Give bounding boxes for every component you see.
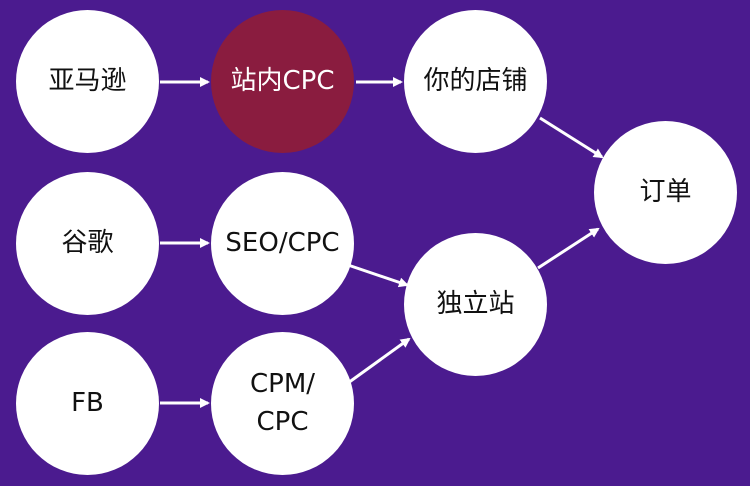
node-amazon-label: 亚马逊: [48, 65, 127, 96]
node-onsite-cpc: 站内CPC: [211, 10, 354, 153]
node-seo-cpc-label: SEO/CPC: [225, 227, 340, 258]
arrow-independent-to-order: [537, 227, 600, 270]
arrow-cpm-to-independent: [347, 337, 411, 385]
node-amazon: 亚马逊: [16, 10, 159, 153]
node-order-label: 订单: [639, 176, 692, 207]
node-independent-site: 独立站: [404, 233, 547, 376]
node-cpm-cpc: CPM/ CPC: [211, 332, 354, 475]
node-google-label: 谷歌: [61, 227, 114, 258]
node-order: 订单: [594, 121, 737, 264]
node-fb-label: FB: [71, 387, 104, 418]
node-google: 谷歌: [16, 172, 159, 315]
node-your-store-label: 你的店铺: [423, 65, 528, 96]
node-independent-site-label: 独立站: [436, 288, 515, 319]
arrow-seo-to-independent: [347, 263, 409, 288]
node-cpm-cpc-label-line1: CPM/: [249, 369, 316, 400]
node-seo-cpc: SEO/CPC: [211, 172, 354, 315]
node-cpm-cpc-label-line2: CPC: [256, 406, 309, 437]
node-your-store: 你的店铺: [404, 10, 547, 153]
arrow-store-to-order: [539, 116, 604, 159]
node-fb: FB: [16, 332, 159, 475]
node-onsite-cpc-label: 站内CPC: [230, 65, 335, 96]
